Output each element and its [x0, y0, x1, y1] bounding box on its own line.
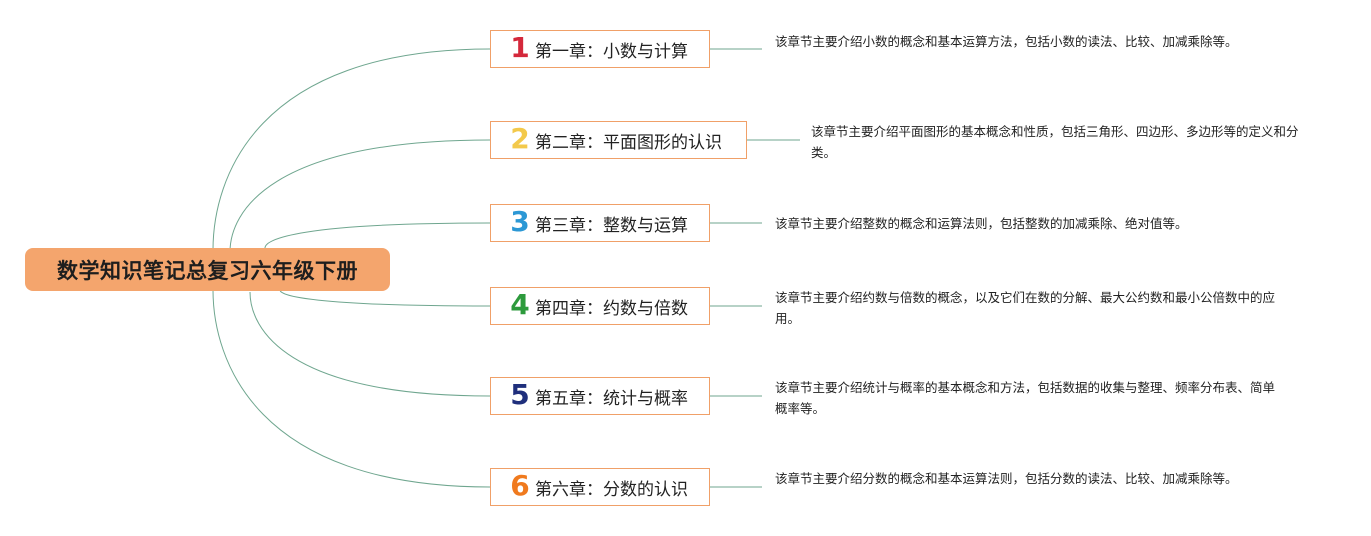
chapter-description-5: 该章节主要介绍统计与概率的基本概念和方法，包括数据的收集与整理、频率分布表、简单…: [775, 380, 1276, 416]
chapter-description-6: 该章节主要介绍分数的概念和基本运算法则，包括分数的读法、比较、加减乘除等。: [775, 471, 1238, 486]
chapter-title-6: 第六章：分数的认识: [535, 479, 688, 500]
chapter-number-6: 6: [510, 469, 530, 502]
chapter-description-4: 该章节主要介绍约数与倍数的概念，以及它们在数的分解、最大公约数和最小公倍数中的应…: [775, 290, 1276, 326]
chapter-number-1: 1: [510, 31, 530, 64]
chapter-node-1[interactable]: 1 第一章：小数与计算: [490, 30, 710, 68]
chapter-title-2: 第二章：平面图形的认识: [535, 132, 722, 153]
chapter-number-3: 3: [510, 205, 530, 238]
chapter-title-4: 第四章：约数与倍数: [535, 298, 688, 319]
chapter-title-1: 第一章：小数与计算: [535, 41, 688, 62]
chapter-description-3: 该章节主要介绍整数的概念和运算法则，包括整数的加减乘除、绝对值等。: [775, 216, 1188, 231]
chapter-node-4[interactable]: 4 第四章：约数与倍数: [490, 287, 710, 325]
chapter-description-1: 该章节主要介绍小数的概念和基本运算方法，包括小数的读法、比较、加减乘除等。: [775, 34, 1238, 49]
chapter-number-5: 5: [510, 378, 530, 411]
chapter-node-2[interactable]: 2 第二章：平面图形的认识: [490, 121, 747, 159]
chapter-title-5: 第五章：统计与概率: [535, 388, 688, 409]
branch-curve-6: [212, 289, 491, 488]
branch-curve-2: [229, 139, 491, 253]
branch-curve-3: [264, 222, 491, 249]
chapter-node-6[interactable]: 6 第六章：分数的认识: [490, 468, 710, 506]
branch-curve-4: [279, 289, 491, 307]
chapter-node-3[interactable]: 3 第三章：整数与运算: [490, 204, 710, 242]
chapter-description-2: 该章节主要介绍平面图形的基本概念和性质，包括三角形、四边形、多边形等的定义和分类…: [811, 124, 1299, 160]
chapter-number-2: 2: [510, 122, 530, 155]
root-topic[interactable]: 数学知识笔记总复习六年级下册: [25, 248, 390, 291]
chapter-number-4: 4: [510, 288, 530, 321]
branch-curve-5: [249, 291, 491, 397]
chapter-title-3: 第三章：整数与运算: [535, 215, 688, 236]
chapter-node-5[interactable]: 5 第五章：统计与概率: [490, 377, 710, 415]
branch-curve-1: [212, 48, 491, 251]
